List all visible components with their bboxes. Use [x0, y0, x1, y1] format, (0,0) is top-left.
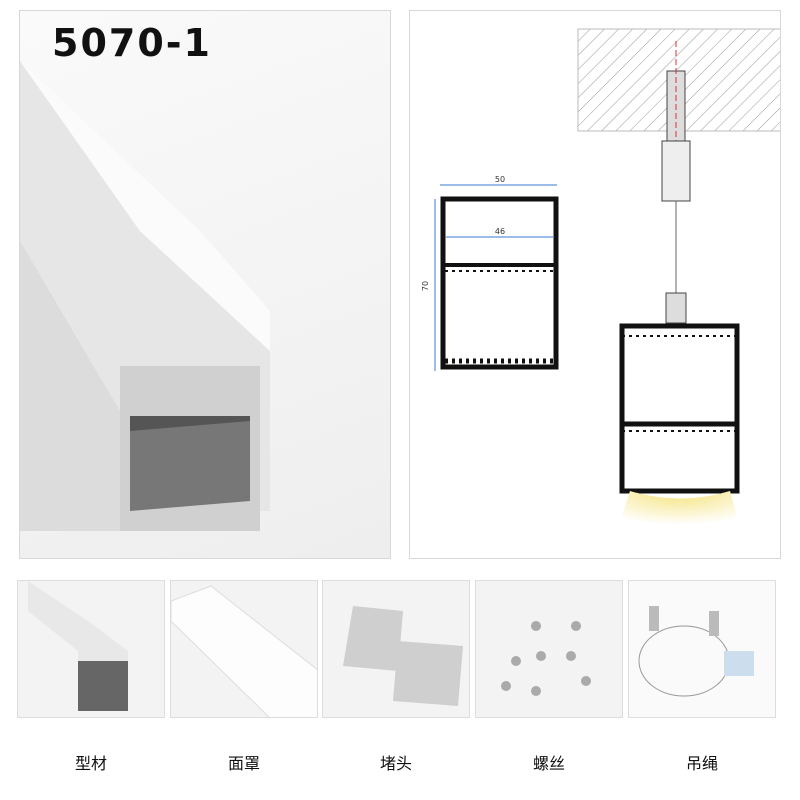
cross-section-drawing: 50 46 70: [421, 28, 780, 529]
thumb-screws: [475, 580, 623, 718]
width-dimension: 50: [495, 175, 505, 184]
light-beam: [622, 491, 737, 529]
caption-suspension-kit: 吊绳: [685, 754, 718, 773]
caption-end-caps: 堵头: [379, 754, 412, 773]
hanging-profile: [619, 323, 740, 529]
inner-width-dimension: 46: [495, 227, 505, 236]
caption-screws: 螺丝: [532, 754, 565, 773]
suspension-hardware: [661, 41, 691, 324]
technical-drawing-panel: 50 46 70: [409, 10, 781, 559]
thumb-profile: [17, 580, 165, 718]
dimension-drawing: 50 46 70: [421, 175, 559, 371]
height-dimension: 70: [421, 281, 430, 291]
product-photo-panel: 5070-1: [19, 10, 391, 559]
thumb-end-caps: [322, 580, 470, 718]
profile-photo: [20, 61, 270, 531]
thumb-cover: [170, 580, 318, 718]
caption-profile: 型材: [74, 754, 107, 773]
caption-cover: 面罩: [227, 754, 260, 773]
model-title: 5070-1: [52, 21, 212, 65]
thumb-suspension-kit: [628, 580, 776, 718]
